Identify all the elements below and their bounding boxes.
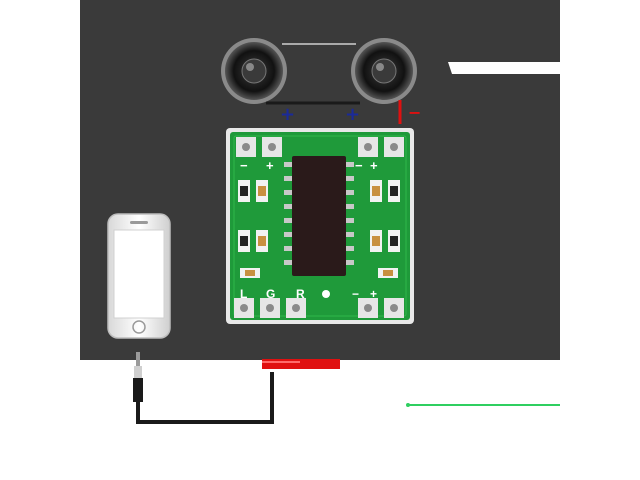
board-bottom-pads: [234, 298, 404, 318]
mounting-dot: [322, 290, 330, 298]
audio-jack-cable: [133, 352, 274, 424]
pin-label-g: G: [266, 287, 275, 301]
speaker-right: [351, 38, 417, 104]
board-minus-right: −: [355, 158, 363, 173]
pin-label-minus: −: [352, 287, 359, 301]
pin-label-r: R: [296, 287, 305, 301]
pin-label-plus: +: [370, 287, 377, 301]
green-wire-end: [406, 403, 410, 407]
speaker-minus-marker: −: [408, 103, 421, 122]
amplifier-chip: [284, 156, 354, 276]
board-plus-right: +: [370, 158, 378, 173]
amplifier-board: + − − +: [226, 128, 414, 324]
board-smd-components-left: [238, 180, 268, 278]
pin-label-l: L: [240, 287, 247, 301]
red-power-wire: [262, 359, 340, 369]
speaker-left: [221, 38, 287, 104]
white-wire-stub: [448, 62, 560, 74]
speaker-right-plus-marker: +: [345, 104, 360, 125]
board-top-pads: [236, 137, 404, 157]
board-plus-left: +: [266, 158, 274, 173]
smartphone: [107, 213, 171, 339]
board-minus-left: −: [240, 158, 248, 173]
board-smd-components-right: [370, 180, 400, 278]
speaker-left-plus-marker: +: [280, 104, 295, 125]
